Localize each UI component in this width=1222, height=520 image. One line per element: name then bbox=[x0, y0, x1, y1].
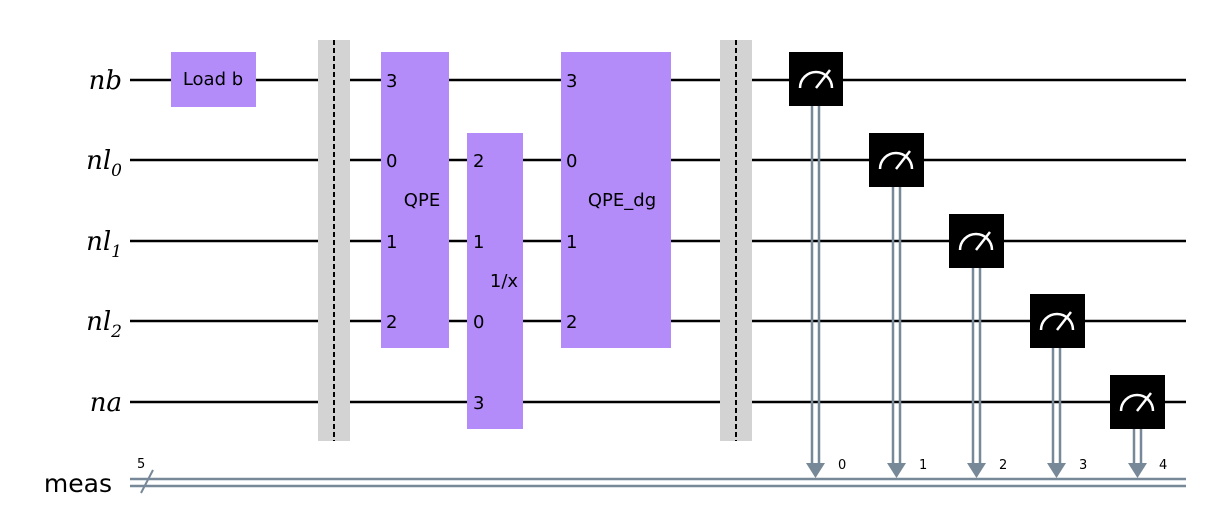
meter-icon bbox=[1039, 312, 1075, 331]
gate-inverse-label: 1/x bbox=[490, 271, 519, 292]
measure-nl1 bbox=[949, 214, 1004, 478]
gate-qpe-dg-port-nl2: 2 bbox=[566, 312, 577, 333]
meter-icon bbox=[878, 151, 914, 170]
gate-inverse-port-na: 3 bbox=[473, 393, 484, 414]
classical-width-label: 5 bbox=[137, 457, 145, 472]
meter-icon bbox=[1119, 393, 1155, 412]
measure-bit-2: 2 bbox=[999, 458, 1007, 473]
gate-qpe-port-nl0: 0 bbox=[386, 151, 397, 172]
barrier-1 bbox=[318, 40, 350, 441]
gate-inverse bbox=[467, 133, 523, 429]
gate-qpe-port-nb: 3 bbox=[386, 71, 397, 92]
gate-inverse-port-nl2: 0 bbox=[473, 312, 484, 333]
measure-na bbox=[1110, 375, 1165, 478]
qubit-label-nl2: nl2 bbox=[86, 307, 122, 342]
gate-qpe-port-nl2: 2 bbox=[386, 312, 397, 333]
gate-qpe-port-nl1: 1 bbox=[386, 232, 397, 253]
measure-nl0 bbox=[869, 133, 924, 478]
classical-wire bbox=[130, 469, 1186, 494]
measure-nl2 bbox=[1030, 294, 1085, 478]
gate-inverse-port-nl1: 1 bbox=[473, 232, 484, 253]
measure-nb bbox=[789, 52, 843, 478]
meter-icon bbox=[958, 232, 994, 251]
gate-qpe-dg-label: QPE_dg bbox=[588, 190, 656, 211]
classical-label-meas: meas bbox=[44, 469, 112, 498]
gate-load-b-label: Load b bbox=[183, 69, 243, 90]
gate-qpe bbox=[381, 52, 449, 348]
gate-qpe-dg-port-nl1: 1 bbox=[566, 232, 577, 253]
measure-bit-4: 4 bbox=[1159, 458, 1167, 473]
gate-qpe-dg-port-nb: 3 bbox=[566, 71, 577, 92]
gate-qpe-dg bbox=[561, 52, 671, 348]
measure-bit-1: 1 bbox=[919, 458, 927, 473]
gate-qpe-label: QPE bbox=[404, 190, 440, 211]
qubit-label-nl1: nl1 bbox=[86, 227, 122, 262]
meter-icon bbox=[798, 70, 834, 89]
gate-inverse-port-nl0: 2 bbox=[473, 151, 484, 172]
qubit-label-na: na bbox=[90, 388, 122, 418]
gate-load-b bbox=[171, 52, 256, 107]
measure-bit-0: 0 bbox=[838, 458, 846, 473]
gate-qpe-dg-port-nl0: 0 bbox=[566, 151, 577, 172]
qubit-label-nl0: nl0 bbox=[86, 146, 122, 181]
barrier-2 bbox=[720, 40, 752, 441]
measure-bit-3: 3 bbox=[1079, 458, 1087, 473]
qubit-label-nb: nb bbox=[89, 66, 122, 96]
